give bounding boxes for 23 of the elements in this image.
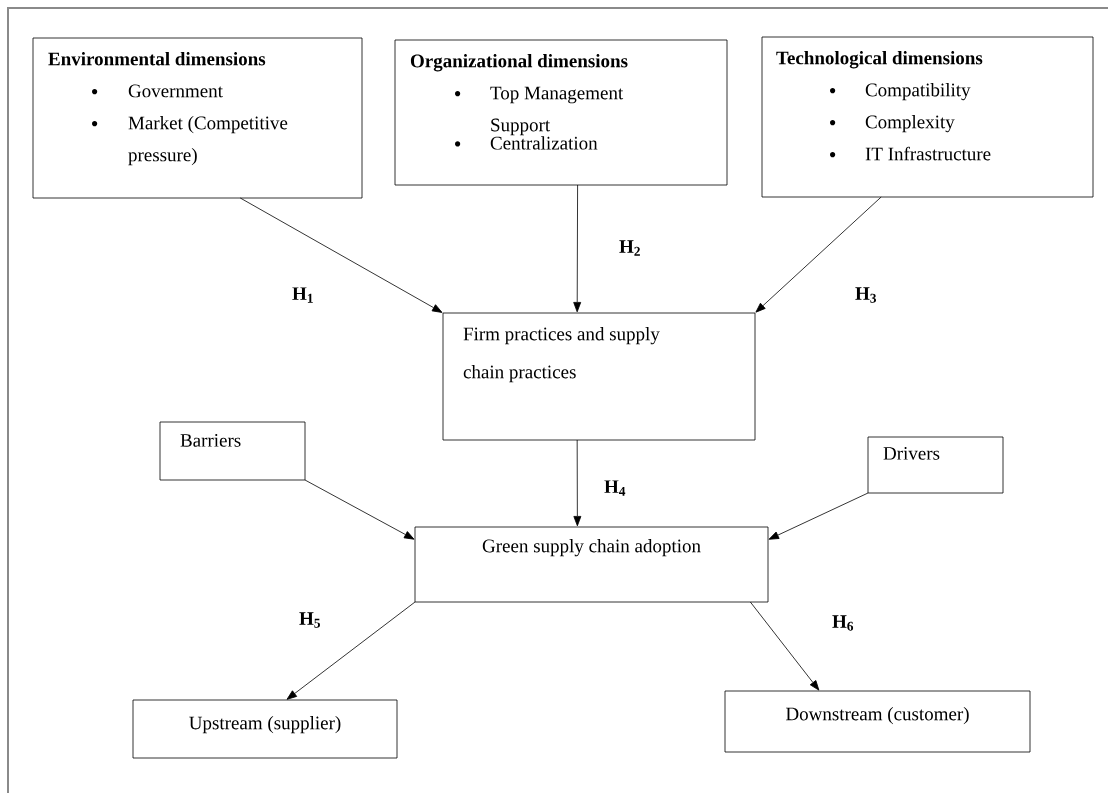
arrow [286,601,416,700]
process-box: Firm practices and supply chain practices [442,312,756,441]
arrow [304,479,415,540]
edge-label: H$_{6}$ [831,614,855,632]
arrow [573,184,582,313]
process-box: Drivers [867,436,1004,494]
edge-label: H$_{4}$ [603,479,627,497]
arrow [755,196,882,313]
arrow [573,439,582,527]
process-box: Barriers [159,421,306,481]
dimension-box: Environmental dimensions Government Market (Competitive pressure) [32,37,363,199]
edge-label: H$_{2}$ [618,239,642,257]
edge-label: H$_{3}$ [854,286,878,304]
edge-label: H$_{1}$ [291,286,315,304]
process-box: Upstream (supplier) [132,699,398,759]
process-box: Green supply chain adoption [414,526,769,603]
arrow [239,197,443,313]
arrow [768,492,869,540]
dimension-box: Organizational dimensions Top Management Support Centralization [394,39,728,186]
edge-label: H$_{5}$ [298,611,322,629]
process-box: Downstream (customer) [724,690,1031,753]
arrow [749,601,820,691]
dimension-box: Technological dimensions Compatibility Complexity IT Infrastructure [761,36,1094,198]
